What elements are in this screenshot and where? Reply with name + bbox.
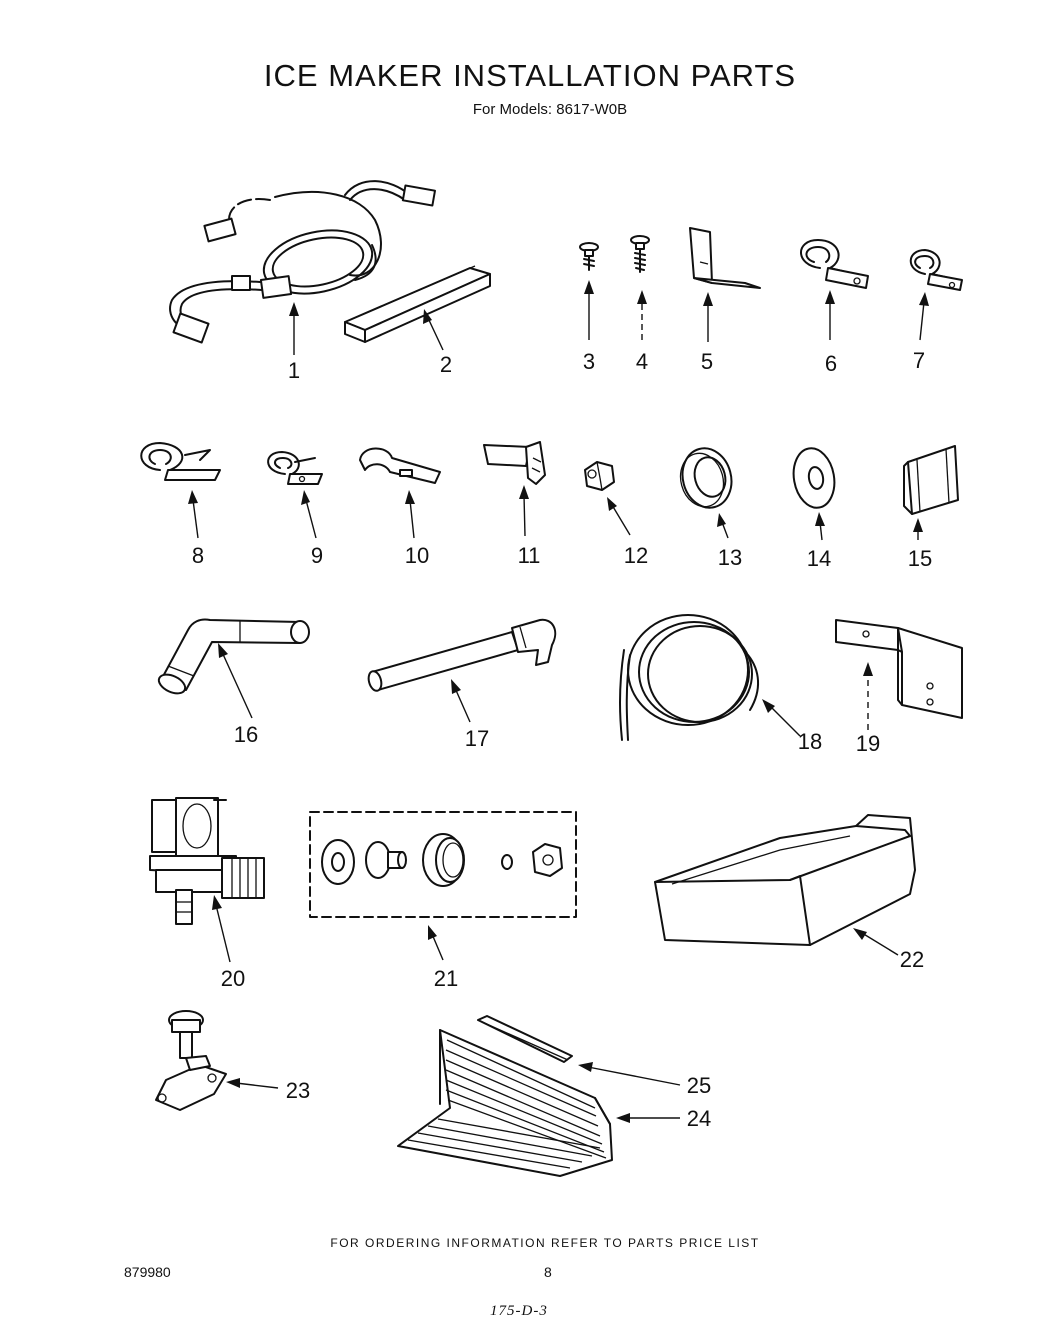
part-label-18: 18 (798, 729, 822, 754)
ordering-note: FOR ORDERING INFORMATION REFER TO PARTS … (330, 1236, 760, 1250)
page-title: ICE MAKER INSTALLATION PARTS (263, 58, 797, 93)
part-label-19: 19 (856, 731, 880, 756)
part-10-clip-icon (359, 447, 441, 484)
part-label-25: 25 (687, 1073, 711, 1098)
part-23-saddle-valve-icon (155, 1010, 227, 1111)
part-5-bracket-icon (689, 227, 761, 289)
part-label-16: 16 (234, 722, 258, 747)
part-15-pad-icon (903, 445, 959, 515)
handwritten-code: 175-D-3 (490, 1303, 548, 1319)
part-label-8: 8 (192, 543, 204, 568)
part-19-bracket-icon (835, 619, 963, 719)
part-label-3: 3 (583, 349, 595, 374)
part-14-washer-icon (792, 447, 836, 509)
part-label-12: 12 (624, 543, 648, 568)
part-1-wire-harness-icon (169, 180, 436, 344)
part-label-7: 7 (913, 348, 925, 373)
part-18-coiled-tubing-icon (619, 614, 759, 741)
part-label-24: 24 (687, 1106, 711, 1131)
part-label-1: 1 (288, 358, 300, 383)
part-21-fitting-kit-icon (309, 811, 577, 918)
part-label-17: 17 (465, 726, 489, 751)
model-subtitle: For Models: 8617-W0B (472, 101, 628, 118)
part-label-23: 23 (286, 1078, 310, 1103)
part-label-21: 21 (434, 966, 458, 991)
part-17-fill-tube-icon (367, 618, 557, 692)
part-label-11: 11 (518, 543, 541, 568)
part-8-clamp-icon (140, 442, 221, 481)
part-16-tube-icon (157, 618, 310, 695)
part-2-channel-strip-icon (344, 265, 491, 343)
part-label-13: 13 (718, 545, 742, 570)
part-12-nut-icon (584, 461, 615, 491)
part-label-9: 9 (311, 543, 323, 568)
part-label-4: 4 (636, 349, 648, 374)
part-label-5: 5 (701, 349, 713, 374)
part-13-grommet-icon (679, 447, 733, 509)
part-7-clamp-icon (909, 249, 963, 291)
part-24-shelf-icon (397, 1029, 613, 1177)
part-20-water-valve-icon (149, 797, 265, 925)
part-25-strip-icon (477, 1015, 573, 1063)
part-6-clamp-icon (800, 239, 869, 289)
part-9-clamp-icon (267, 451, 323, 485)
part-label-2: 2 (440, 352, 452, 377)
part-22-ice-bin-icon (654, 814, 916, 946)
part-4-screw-icon (630, 235, 650, 273)
part-label-22: 22 (900, 947, 924, 972)
part-3-screw-icon (579, 242, 599, 271)
part-label-14: 14 (807, 546, 831, 571)
document-number: 879980 (124, 1264, 171, 1280)
page-number: 8 (544, 1264, 552, 1280)
part-label-15: 15 (908, 546, 932, 571)
part-label-6: 6 (825, 351, 837, 376)
part-label-20: 20 (221, 966, 245, 991)
part-11-clip-icon (483, 441, 546, 485)
part-label-10: 10 (405, 543, 429, 568)
